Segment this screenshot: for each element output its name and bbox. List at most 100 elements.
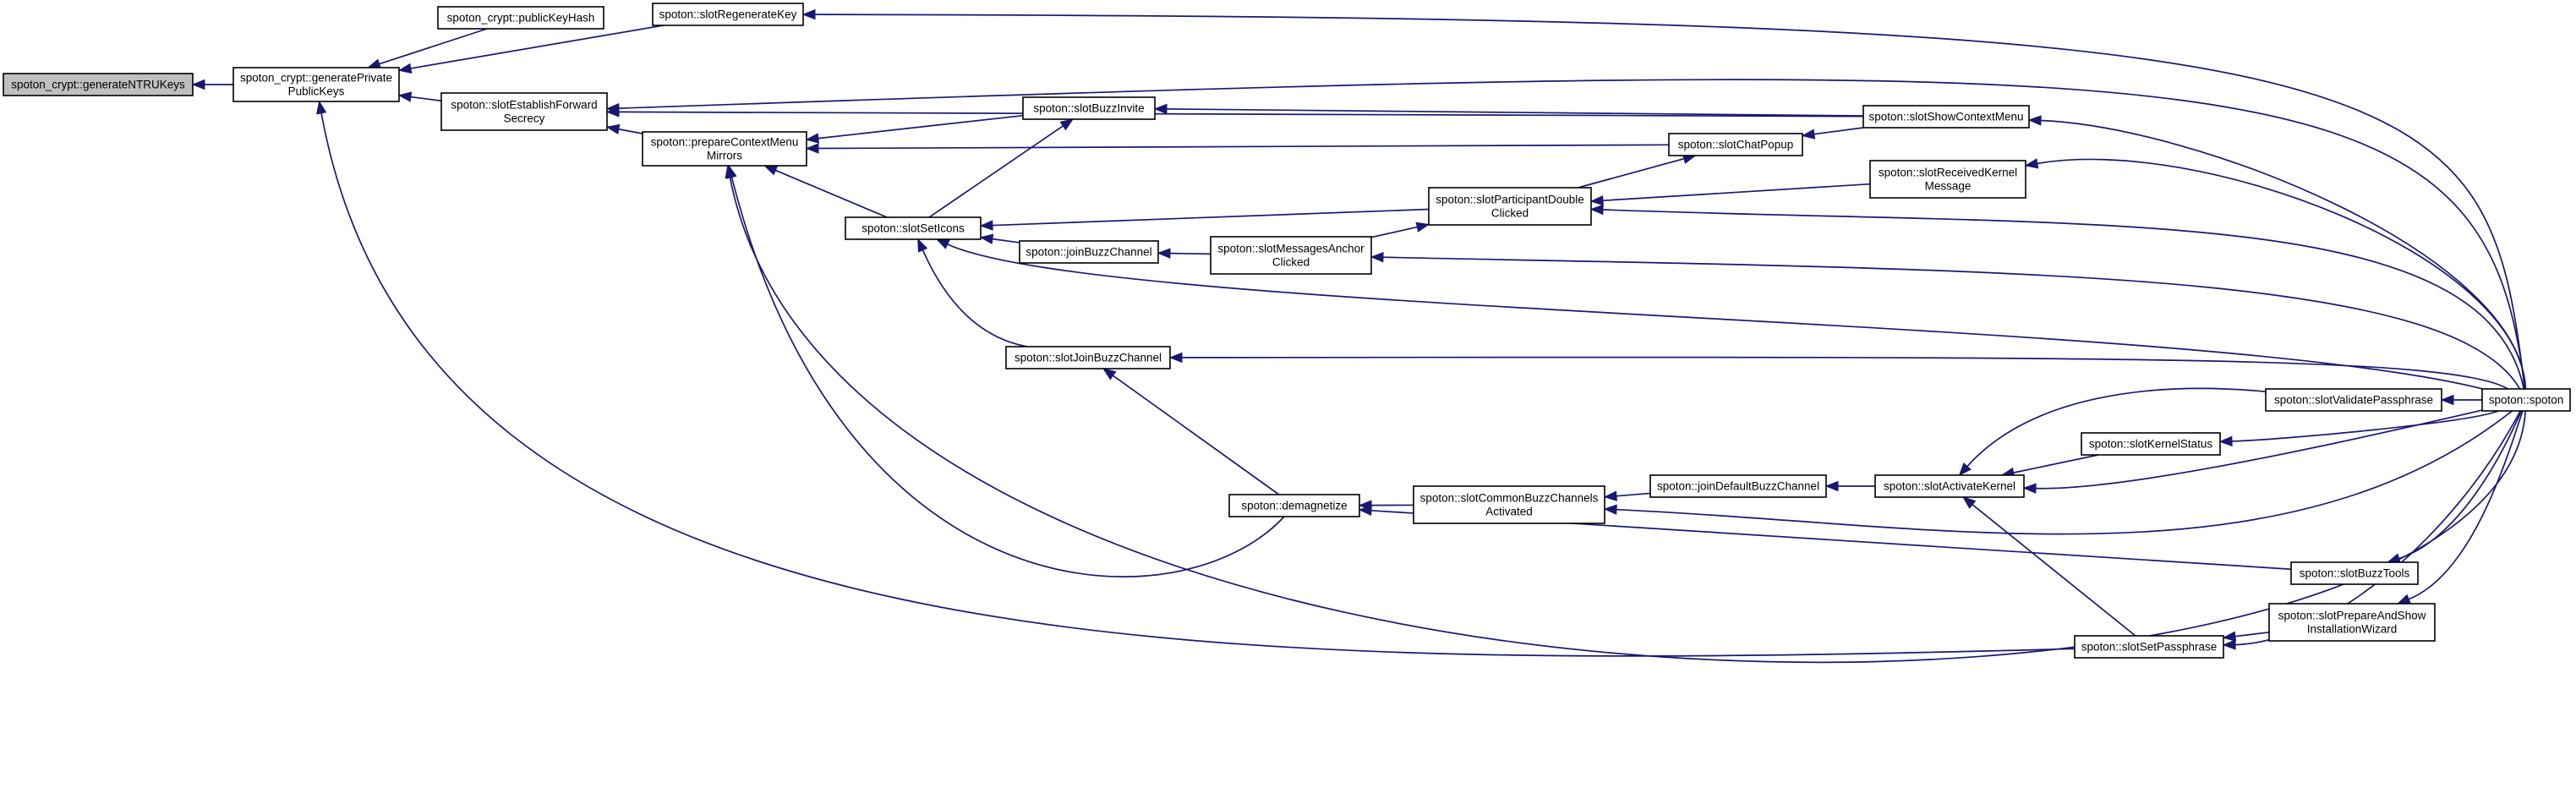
arrowhead-slotActivateKernel [1962,496,1977,509]
arrowhead-slotSetIcons [917,238,928,253]
arrowhead-slotEstablishForwardSecrecy [605,123,621,134]
node-label: spoton::slotPrepareAndShow [2278,610,2426,622]
edge-spoton-to-slotCommonBuzzChannelsActivated [1616,410,2513,535]
node-box [1862,105,2030,129]
edge-slotEstablishForwardSecrecy-to-generatePrivatePublicKeys [410,96,442,102]
node-box [2081,432,2221,456]
node-demagnetize[interactable]: spoton::demagnetize [1228,494,1360,517]
node-label: spoton_crypt::generatePrivate [240,72,392,85]
arrowhead-slotEstablishForwardSecrecy [605,107,620,118]
node-slotChatPopup[interactable]: spoton::slotChatPopup [1668,133,1803,156]
node-generateNTRUKeys[interactable]: spoton_crypt::generateNTRUKeys [3,73,194,96]
edge-spoton-to-slotRegenerateKey [814,14,2526,390]
node-slotSetPassphrase[interactable]: spoton::slotSetPassphrase [2074,635,2224,659]
arrowhead-slotParticipantDoubleClicked [1589,204,1604,216]
node-box [1874,474,2025,498]
node-slotRegenerateKey[interactable]: spoton::slotRegenerateKey [652,3,804,26]
edge-slotPrepareAndShowInstallationWizard-to-slotSetPassphrase [2234,631,2270,638]
arrowhead-slotJoinBuzzChannel [1102,368,1117,380]
arrowhead-generatePrivatePublicKeys [316,100,327,115]
edge-slotShowContextMenu-to-slotEstablishForwardSecrecy [618,111,1864,118]
edge-spoton-to-slotParticipantDoubleClicked [1602,209,2525,390]
node-label: spoton::slotCommonBuzzChannels [1420,492,1599,505]
node-box [1668,133,1803,156]
node-slotActivateKernel[interactable]: spoton::slotActivateKernel [1874,474,2025,498]
node-label: spoton::slotBuzzInvite [1033,102,1144,115]
node-label: Message [1925,180,1972,193]
edge-spoton-to-slotShowContextMenu [2040,119,2527,390]
edge-spoton-to-slotBuzzTools [2398,410,2523,560]
edge-joinBuzzChannel-to-slotSetIcons [992,238,1020,244]
node-label: spoton::slotSetPassphrase [2081,641,2218,654]
arrowhead-slotPrepareAndShowInstallationWizard [2396,594,2411,605]
node-spoton[interactable]: spoton::spoton [2481,388,2571,412]
arrowhead-prepareContextMenuMirrors [725,164,736,179]
arrowhead-slotActivateKernel [1958,462,1972,477]
node-label: PublicKeys [288,85,345,98]
node-slotSetIcons[interactable]: spoton::slotSetIcons [845,216,982,240]
node-label: spoton::slotChatPopup [1678,139,1794,151]
arrowhead-slotRegenerateKey [801,8,816,20]
node-label: spoton::slotKernelStatus [2089,438,2213,451]
arrowhead-generatePrivatePublicKeys [397,91,413,102]
arrowhead-slotSetIcons [935,238,950,249]
arrowhead-slotMessagesAnchorClicked [1370,252,1384,263]
arrowhead-prepareContextMenuMirrors [763,165,779,176]
node-box [2290,561,2419,585]
node-joinBuzzChannel[interactable]: spoton::joinBuzzChannel [1019,240,1159,264]
edge-spoton-to-prepareContextMenuMirrors [729,177,2527,664]
node-box [440,92,608,131]
node-box [2265,388,2442,412]
node-slotJoinBuzzChannel[interactable]: spoton::slotJoinBuzzChannel [1005,346,1171,369]
node-slotShowContextMenu[interactable]: spoton::slotShowContextMenu [1862,105,2030,129]
node-label: spoton::slotActivateKernel [1884,480,2015,493]
node-label: spoton::slotEstablishForward [451,99,597,112]
edge-slotValidatePassphrase-to-slotActivateKernel [1966,387,2267,468]
arrowhead-slotParticipantDoubleClicked [1415,222,1430,233]
edge-slotParticipantDoubleClicked-to-slotSetIcons [992,208,1430,227]
node-publicKeyHash[interactable]: spoton_crypt::publicKeyHash [437,6,604,30]
edge-spoton-to-slotReceivedKernelMessage [2037,158,2527,390]
node-label: spoton::slotMessagesAnchor [1217,243,1365,255]
node-label: spoton::demagnetize [1241,500,1347,512]
node-slotPrepareAndShowInstallationWizard[interactable]: spoton::slotPrepareAndShowInstallationWi… [2268,603,2436,642]
edge-spoton-to-slotPrepareAndShowInstallationWizard [2408,410,2524,600]
arrowhead-slotBuzzInvite [1059,118,1075,131]
edge-spoton-to-slotEstablishForwardSecrecy [618,79,2526,390]
node-box [1022,96,1156,120]
node-box [2268,603,2436,642]
node-slotBuzzTools[interactable]: spoton::slotBuzzTools [2290,561,2419,585]
node-slotKernelStatus[interactable]: spoton::slotKernelStatus [2081,432,2221,456]
arrowhead-slotSetIcons [979,233,994,244]
node-box [2481,388,2571,412]
node-box [1869,160,2026,199]
node-box [1413,485,1605,524]
edge-spoton-to-slotMessagesAnchorClicked [1382,256,2521,390]
node-box [3,73,194,96]
node-label: InstallationWizard [2307,623,2398,636]
node-box [845,216,982,240]
node-joinDefaultBuzzChannel[interactable]: spoton::joinDefaultBuzzChannel [1649,474,1827,498]
node-box [652,3,804,26]
arrowhead-slotJoinBuzzChannel [1168,352,1183,364]
node-label: Activated [1485,506,1533,518]
nodes-layer: spoton_crypt::generateNTRUKeys spoton_cry… [3,3,2571,659]
node-label: spoton_crypt::generateNTRUKeys [11,79,185,91]
node-slotValidatePassphrase[interactable]: spoton::slotValidatePassphrase [2265,388,2442,412]
edge-slotSetIcons-to-prepareContextMenuMirrors [775,169,888,218]
node-box [1019,240,1159,264]
arrowhead-demagnetize [1358,505,1372,517]
node-label: spoton::joinBuzzChannel [1025,246,1151,259]
node-box [1428,187,1592,226]
edge-slotJoinBuzzChannel-to-slotSetIcons [922,249,1028,347]
node-slotBuzzInvite[interactable]: spoton::slotBuzzInvite [1022,96,1156,120]
node-label: spoton::spoton [2489,394,2564,407]
arrowhead-slotCommonBuzzChannelsActivated [1603,490,1617,501]
